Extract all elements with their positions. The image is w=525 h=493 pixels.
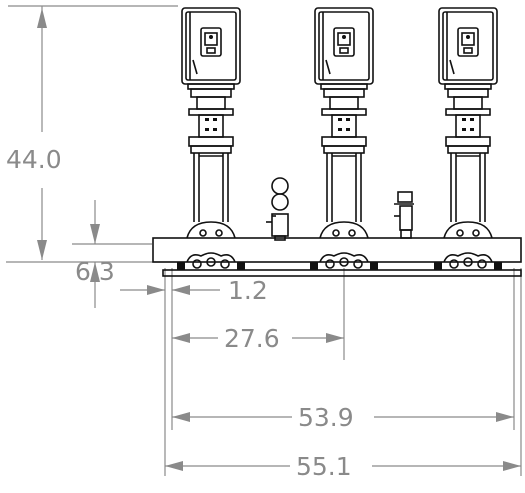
- dim-offset: 1.2: [120, 276, 268, 305]
- dimensions: 44.0 6.3 1.2: [6, 5, 522, 481]
- pump-2: [309, 7, 379, 271]
- base-frame: [162, 269, 522, 277]
- check-valve: [394, 191, 414, 239]
- dim-overall-width: 55.1: [165, 452, 521, 481]
- dim-label-inner-width: 53.9: [298, 403, 354, 432]
- dim-label-overall-width: 55.1: [296, 452, 352, 481]
- dim-pump-spacing: 27.6: [172, 324, 344, 353]
- pump-3: [433, 7, 503, 271]
- dim-label-pump-spacing: 27.6: [224, 324, 280, 353]
- dim-overall-height: 44.0: [6, 5, 178, 260]
- dim-base-height: 6.3: [6, 200, 160, 308]
- pressure-gauge-assembly: [266, 177, 289, 241]
- pump-1: [176, 7, 246, 271]
- dim-label-base-height: 6.3: [75, 257, 115, 286]
- dim-label-offset: 1.2: [228, 276, 268, 305]
- dim-inner-width: 53.9: [172, 403, 514, 432]
- pump-skid: [152, 7, 522, 277]
- manifold-pipe: [152, 237, 522, 263]
- dim-label-overall-height: 44.0: [6, 145, 62, 174]
